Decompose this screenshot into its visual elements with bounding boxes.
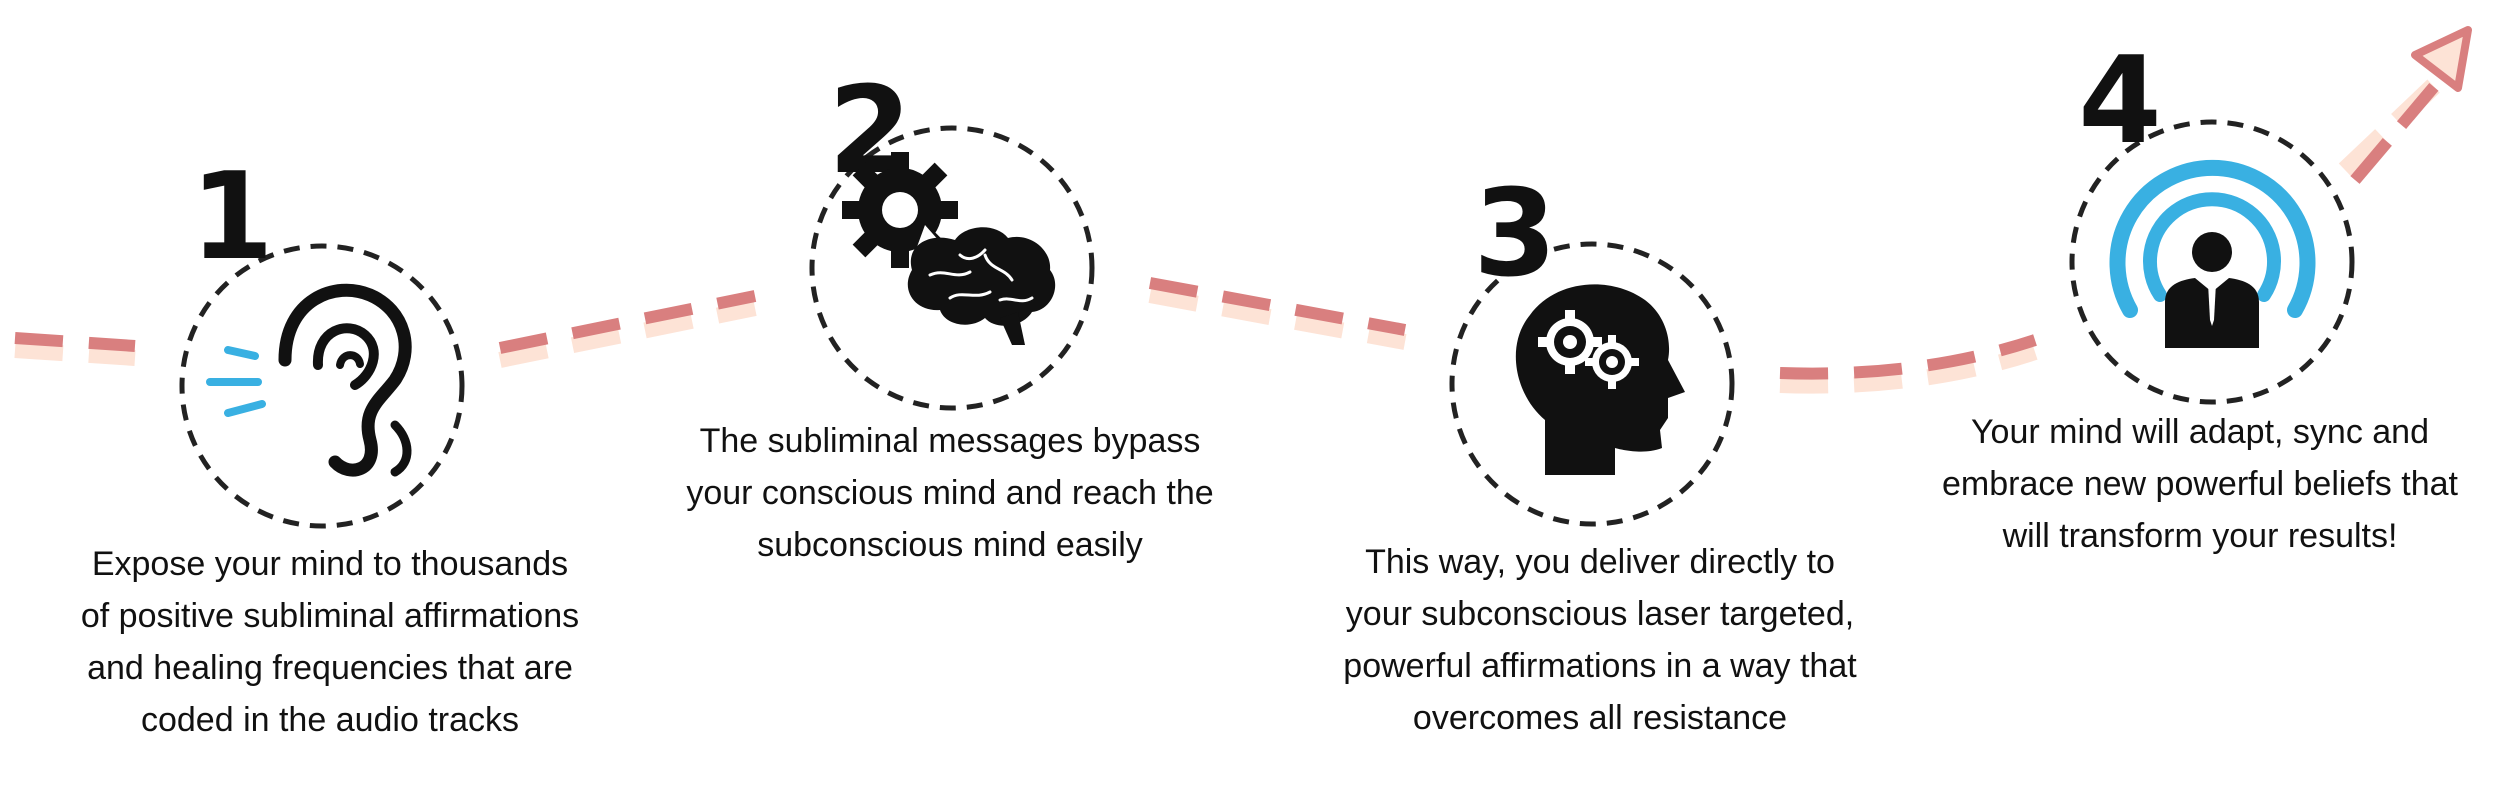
connector-segment-start [14,332,136,366]
caption-line: coded in the audio tracks [140,701,520,739]
connector-segment-1-2 [498,290,757,368]
caption-line: Expose your mind to thousands [91,545,569,583]
connector-segment-3-4 [1779,334,2038,394]
step-1-caption: Expose your mind to thousands of positiv… [20,538,640,746]
caption-line: subconscious mind easily [757,526,1143,564]
step-number: 3 [1473,165,1557,304]
ear-icon [206,283,412,477]
broadcast-person-icon [2109,159,2316,348]
step-3: 3 [1449,165,1735,527]
arrow-head-icon [2411,26,2472,92]
step-number: 1 [190,148,274,287]
step-number: 4 [2078,32,2162,171]
caption-line: The subliminal messages bypass [699,422,1201,460]
caption-line: and healing frequencies that are [87,649,573,687]
step-1: 1 [179,148,465,529]
caption-line: powerful affirmations in a way that [1343,647,1857,685]
caption-line: your subconscious laser targeted, [1345,595,1855,633]
step-4: 4 [2069,32,2355,405]
caption-line: This way, you deliver directly to [1365,543,1835,581]
caption-line: embrace new powerful beliefs that [1942,465,2458,503]
caption-line: Your mind will adapt, sync and [1970,413,2429,451]
connector-path [14,26,2472,394]
caption-line: will transform your results! [2002,517,2398,555]
brain-gear-icon [842,152,1056,345]
caption-line: your conscious mind and reach the [686,474,1214,512]
connector-segment-end-arrow [2338,26,2472,184]
step-2: 2 [809,62,1095,411]
step-4-caption: Your mind will adapt, sync and embrace n… [1880,406,2513,562]
head-gears-icon [1515,284,1685,475]
connector-segment-2-3 [1148,277,1407,350]
caption-line: of positive subliminal affirmations [80,597,580,635]
caption-line: overcomes all resistance [1412,699,1788,737]
step-2-caption: The subliminal messages bypass your cons… [620,415,1280,571]
step-3-caption: This way, you deliver directly to your s… [1280,536,1920,744]
